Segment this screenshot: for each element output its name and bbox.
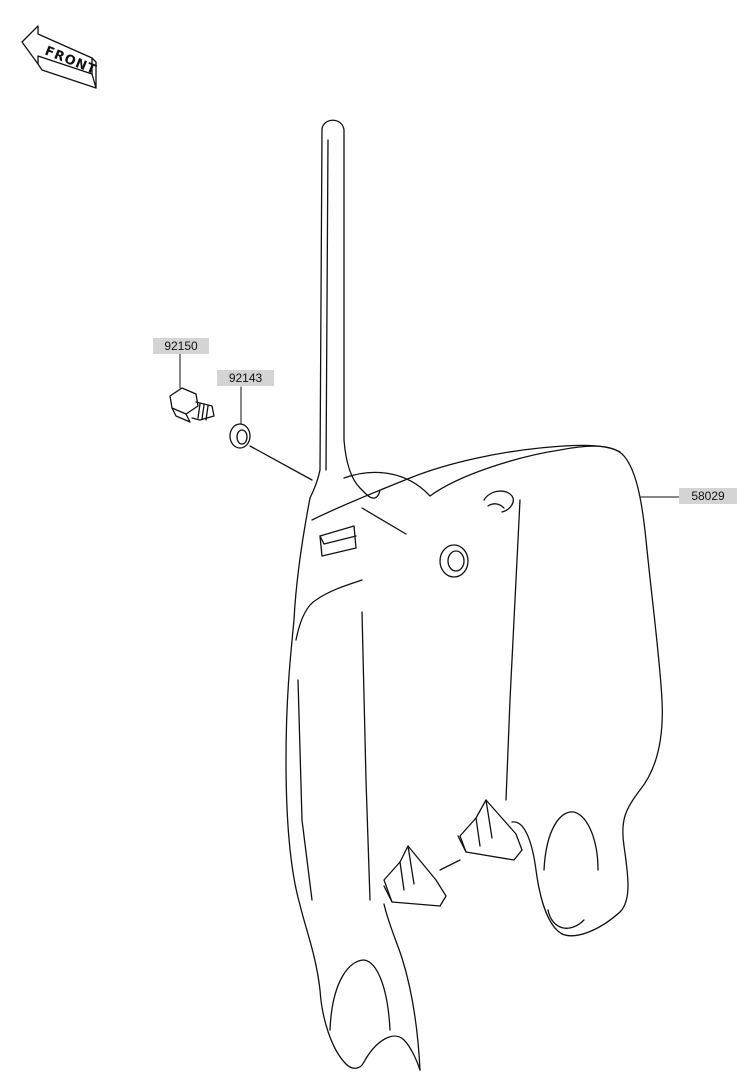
number-plate-drawing bbox=[249, 119, 663, 1071]
grommet-drawing bbox=[229, 423, 251, 449]
front-arrow-icon: FRONT bbox=[21, 25, 99, 89]
leader-lines bbox=[179, 353, 680, 498]
part-callout-92150[interactable]: 92150 bbox=[153, 338, 209, 354]
bolt-drawing bbox=[169, 387, 215, 423]
part-callout-58029[interactable]: 58029 bbox=[679, 488, 737, 504]
part-callout-92143[interactable]: 92143 bbox=[217, 370, 274, 386]
